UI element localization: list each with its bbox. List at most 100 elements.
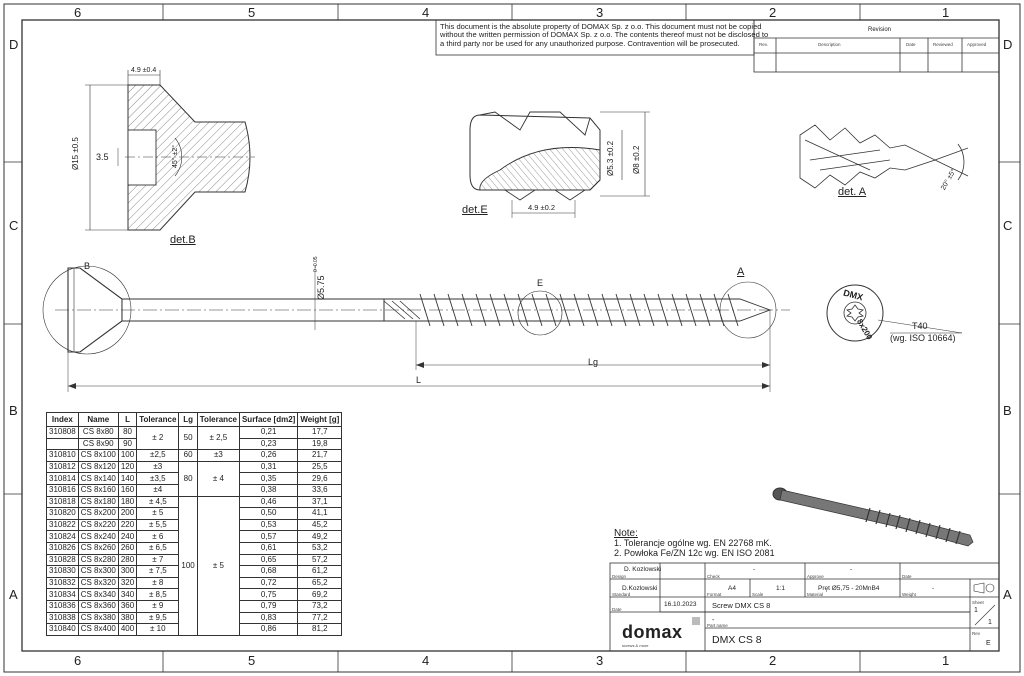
revision-header-description: Description — [818, 42, 841, 47]
detail-a-drawing — [799, 124, 969, 189]
header-length: L — [117, 412, 138, 427]
cell-tolerance-l: ± 5 — [136, 507, 180, 520]
cell-tolerance-lg: ±3 — [196, 449, 240, 462]
cell-weight: 65,2 — [297, 576, 343, 590]
revision-header-approved: Approved — [967, 42, 987, 47]
cell-surface: 0,50 — [238, 507, 299, 520]
row-ref-d-right: D — [1003, 37, 1013, 52]
detail-a-label: det. A — [838, 186, 867, 198]
col-ref-6-bottom: 6 — [74, 653, 82, 668]
material-value: Pręt Ø5,75 - 20MnB4 — [818, 585, 880, 592]
sheet-total: 1 — [988, 619, 992, 626]
cell-weight: 37,1 — [297, 495, 343, 509]
label-format: Format — [707, 592, 722, 597]
col-ref-3-bottom: 3 — [596, 653, 604, 668]
cell-name: CS 8x300 — [77, 565, 119, 578]
header-tolerance-l: Tolerance — [136, 412, 180, 427]
row-ref-a-right: A — [1003, 587, 1012, 602]
cell-weight: 45,2 — [297, 518, 343, 532]
cell-lg: 80 — [178, 460, 198, 497]
part-name-value: Screw DMX CS 8 — [712, 601, 771, 610]
cell-length: 200 — [117, 507, 138, 520]
drawing-name: DMX CS 8 — [712, 634, 762, 646]
cell-tolerance-l: ± 6 — [136, 530, 180, 543]
sheet-number: 1 — [974, 607, 978, 614]
col-ref-5-bottom: 5 — [248, 653, 256, 668]
checker-name: D.Kozlowski — [622, 585, 658, 592]
title-block-frame — [609, 562, 1000, 652]
cell-surface: 0,68 — [238, 565, 299, 578]
col-ref-2: 2 — [769, 5, 777, 20]
cell-name: CS 8x380 — [77, 611, 119, 625]
cell-name: CS 8x90 — [77, 437, 119, 451]
label-standard: Standard — [612, 592, 631, 597]
cell-surface: 0,61 — [238, 541, 299, 555]
cell-name: CS 8x200 — [77, 507, 119, 520]
dim-b-width: 4.9 ±0.4 — [131, 67, 157, 74]
detail-b-label: det.B — [170, 234, 196, 246]
detail-b-drawing — [85, 70, 255, 231]
row-ref-b-right: B — [1003, 403, 1012, 418]
cell-length: 180 — [117, 495, 138, 509]
revision-header-date: Date — [906, 42, 916, 47]
cell-name: CS 8x400 — [77, 623, 119, 636]
cell-index: 310832 — [46, 576, 79, 590]
cell-length: 90 — [117, 437, 138, 451]
header-name: Name — [77, 412, 119, 427]
cell-length: 320 — [117, 576, 138, 590]
cell-tolerance-lg: ± 4 — [196, 460, 240, 497]
notes-title: Note: — [614, 528, 638, 539]
weight-value: - — [932, 585, 935, 592]
cell-lg: 60 — [178, 449, 198, 462]
cell-index: 310840 — [46, 623, 79, 636]
cell-name: CS 8x160 — [77, 483, 119, 497]
rev-value: E — [986, 640, 991, 647]
cell-tolerance-l: ± 4,5 — [136, 495, 180, 509]
cell-tolerance-l: ±2,5 — [136, 449, 180, 462]
col-ref-1-bottom: 1 — [942, 653, 950, 668]
cell-index: 310810 — [46, 449, 79, 462]
cell-surface: 0,53 — [238, 518, 299, 532]
label-scale: Scale — [752, 592, 764, 597]
revision-header-rev: Rev. — [759, 42, 768, 47]
dim-shank: Ø5.75 — [316, 275, 326, 300]
cell-length: 100 — [117, 449, 138, 462]
cell-surface: 0,23 — [238, 437, 299, 451]
dim-thread-length: Lg — [588, 357, 599, 367]
cell-index: 310812 — [46, 460, 79, 474]
note-item: 1. Tolerancje ogólne wg. EN 22768 mK. — [614, 538, 772, 548]
cell-length: 400 — [117, 623, 138, 636]
cell-weight: 29,6 — [297, 472, 343, 485]
screw-render — [772, 487, 974, 547]
cell-index: 310824 — [46, 530, 79, 543]
cell-length: 220 — [117, 518, 138, 532]
col-ref-4-bottom: 4 — [422, 653, 430, 668]
cell-weight: 25,5 — [297, 460, 343, 474]
section-mark-e: E — [537, 278, 544, 288]
cell-tolerance-l: ± 7,5 — [136, 565, 180, 578]
col-ref-4: 4 — [422, 5, 430, 20]
cell-tolerance-l: ±3 — [136, 460, 180, 474]
label-material: Material — [807, 592, 824, 597]
part-sub-value: - — [712, 617, 715, 624]
drive-type: T40 — [912, 321, 928, 331]
header-tolerance-lg: Tolerance — [196, 412, 240, 427]
cell-weight: 19,8 — [297, 437, 343, 451]
head-marking-drawing — [826, 284, 963, 342]
label-part: Part name — [707, 623, 728, 628]
dim-length: L — [416, 375, 422, 385]
col-ref-2-bottom: 2 — [769, 653, 777, 668]
cell-surface: 0,86 — [238, 623, 299, 636]
cell-weight: 21,7 — [297, 449, 343, 462]
dim-b-angle: 45° ±2° — [172, 144, 179, 168]
revision-block — [753, 19, 1000, 73]
cell-length: 80 — [117, 426, 138, 439]
cell-name: CS 8x340 — [77, 588, 119, 601]
